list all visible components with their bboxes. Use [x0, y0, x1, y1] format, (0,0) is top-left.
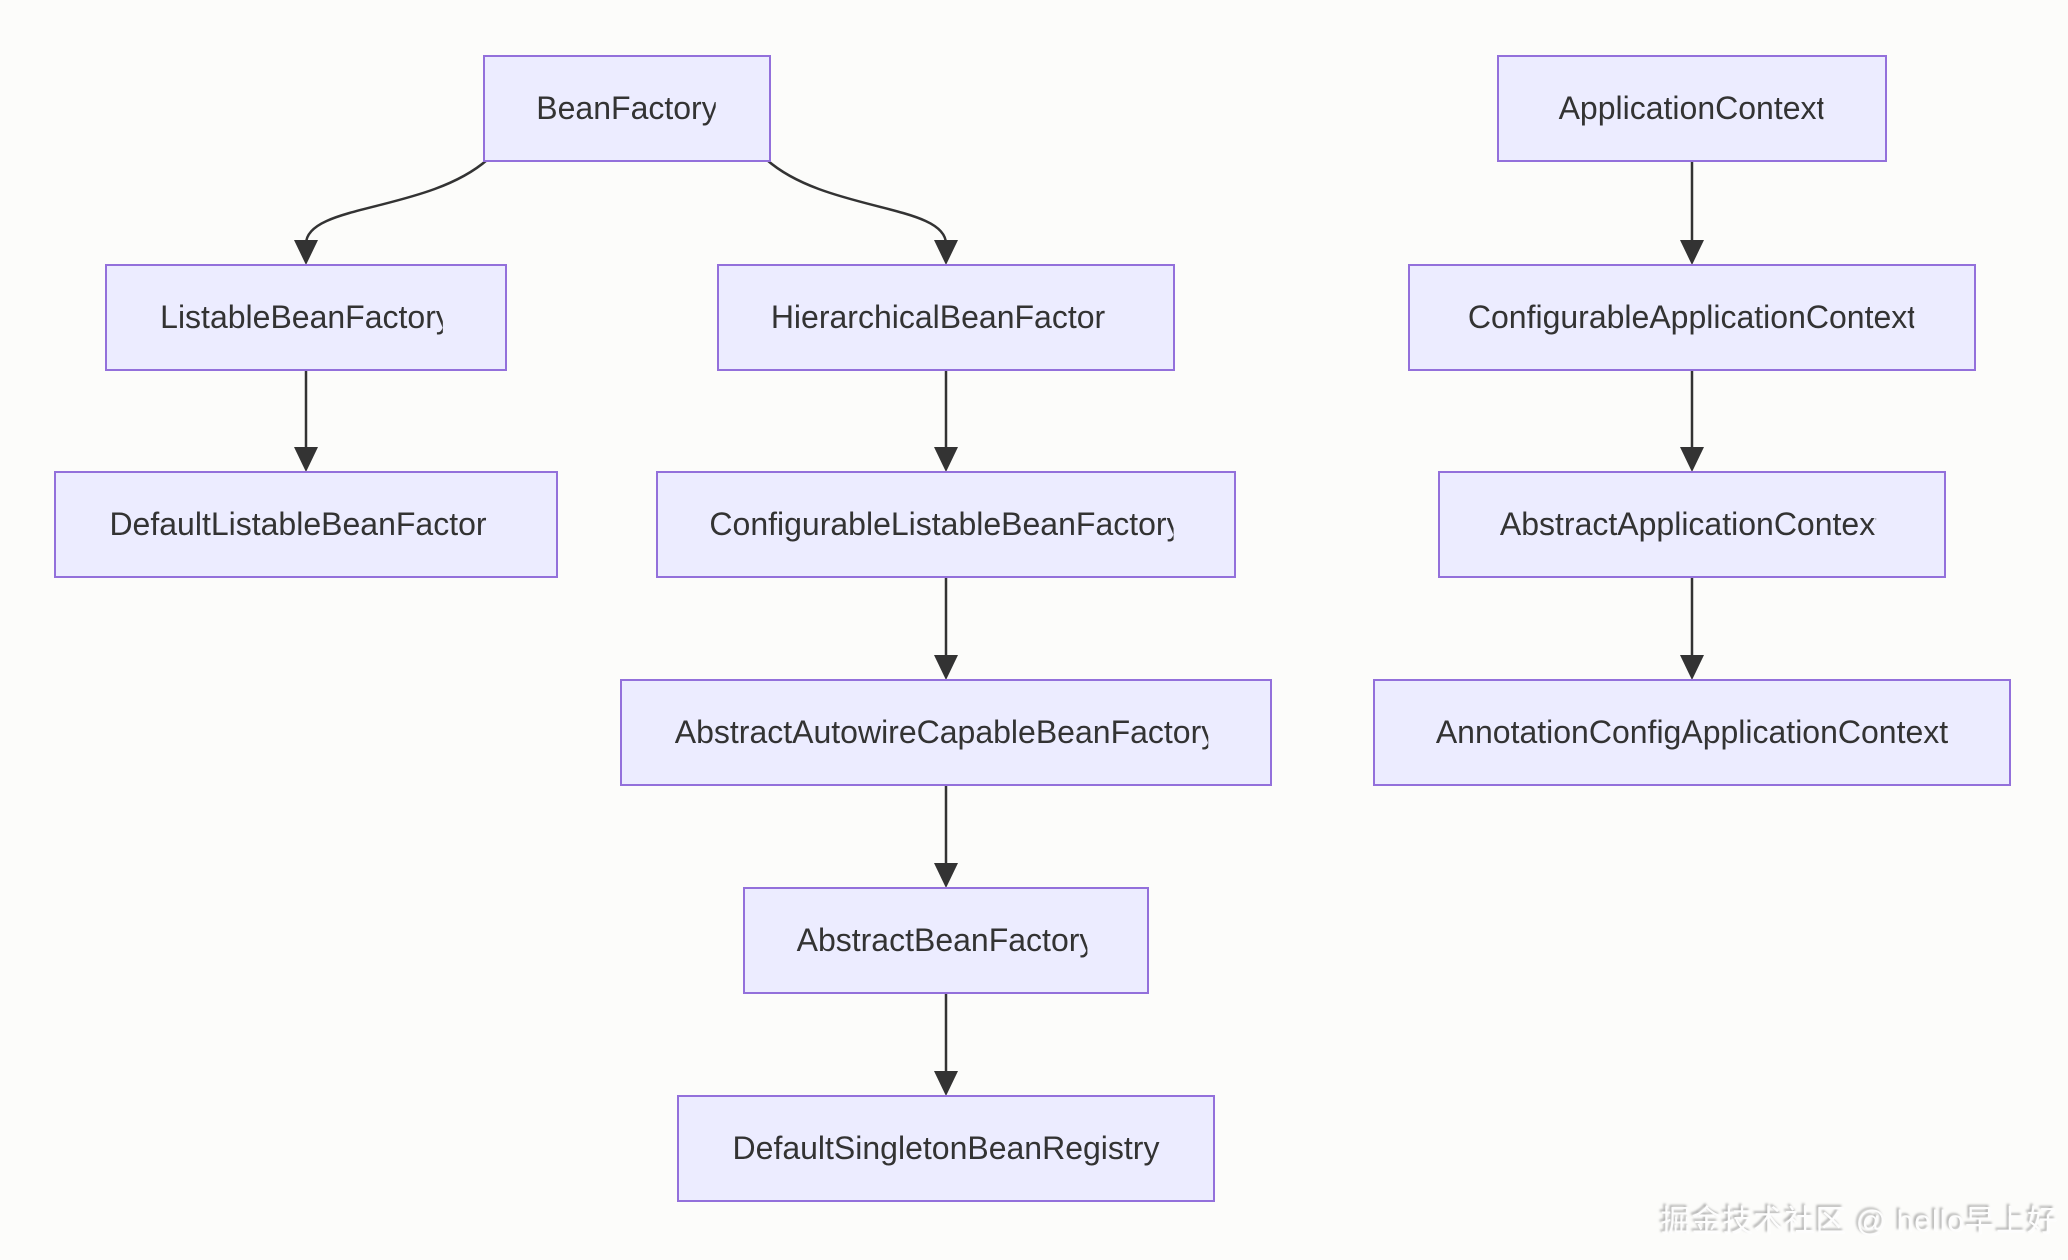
arrowhead-icon [1680, 447, 1704, 472]
arrowhead-icon [934, 240, 958, 265]
arrowhead-icon [934, 447, 958, 472]
arrowhead-icon [1680, 655, 1704, 680]
edge-configurablelistablebeanfactory-to-abstractautowirecapablebeanfactory [934, 577, 958, 680]
node-label: HierarchicalBeanFactory [770, 299, 1122, 336]
edge-abstractbeanfactory-to-defaultsingletonbeanregistry [934, 993, 958, 1096]
node-label: DefaultSingletonBeanRegistry [732, 1130, 1160, 1167]
node-abstractbeanfactory: AbstractBeanFactory [743, 887, 1149, 994]
arrowhead-icon [294, 447, 318, 472]
node-annotationconfigapplicationcontext: AnnotationConfigApplicationContext [1373, 679, 2011, 786]
arrowhead-icon [294, 240, 318, 265]
node-label: AbstractBeanFactory [796, 922, 1096, 959]
arrowhead-icon [934, 655, 958, 680]
edge-hierarchicalbeanfactory-to-configurablelistablebeanfactory [934, 370, 958, 472]
node-label: AnnotationConfigApplicationContext [1435, 714, 1949, 751]
arrowhead-icon [934, 863, 958, 888]
watermark: 掘金技术社区 @ hello早上好 [1660, 1205, 2058, 1238]
node-beanfactory: BeanFactory [483, 55, 771, 162]
node-label: ListableBeanFactory [160, 299, 452, 336]
node-defaultsingletonbeanregistry: DefaultSingletonBeanRegistry [677, 1095, 1215, 1202]
node-configurableapplicationcontext: ConfigurableApplicationContext [1408, 264, 1976, 371]
node-label: AbstractAutowireCapableBeanFactory [674, 714, 1218, 751]
node-defaultlistablebeanfactory: DefaultListableBeanFactory [54, 471, 558, 578]
edge-beanfactory-to-hierarchicalbeanfactory [766, 159, 958, 265]
edge-abstractapplicationcontext-to-annotationconfigapplicationcontext [1680, 577, 1704, 680]
edge-beanfactory-to-listablebeanfactory [294, 159, 488, 265]
edge-abstractautowirecapablebeanfactory-to-abstractbeanfactory [934, 785, 958, 888]
node-label: ConfigurableApplicationContext [1467, 299, 1917, 336]
arrowhead-icon [1680, 240, 1704, 265]
node-configurablelistablebeanfactory: ConfigurableListableBeanFactory [656, 471, 1236, 578]
edge-listablebeanfactory-to-defaultlistablebeanfactory [294, 370, 318, 472]
node-listablebeanfactory: ListableBeanFactory [105, 264, 507, 371]
node-abstractautowirecapablebeanfactory: AbstractAutowireCapableBeanFactory [620, 679, 1272, 786]
node-label: ApplicationContext [1558, 90, 1826, 127]
node-abstractapplicationcontext: AbstractApplicationContext [1438, 471, 1946, 578]
edge-configurableapplicationcontext-to-abstractapplicationcontext [1680, 370, 1704, 472]
node-label: BeanFactory [536, 90, 718, 127]
arrowhead-icon [934, 1071, 958, 1096]
node-applicationcontext: ApplicationContext [1497, 55, 1887, 162]
edge-applicationcontext-to-configurableapplicationcontext [1680, 161, 1704, 265]
node-hierarchicalbeanfactory: HierarchicalBeanFactory [717, 264, 1175, 371]
node-label: DefaultListableBeanFactory [109, 506, 503, 543]
node-label: AbstractApplicationContext [1499, 506, 1885, 543]
node-label: ConfigurableListableBeanFactory [709, 506, 1183, 543]
